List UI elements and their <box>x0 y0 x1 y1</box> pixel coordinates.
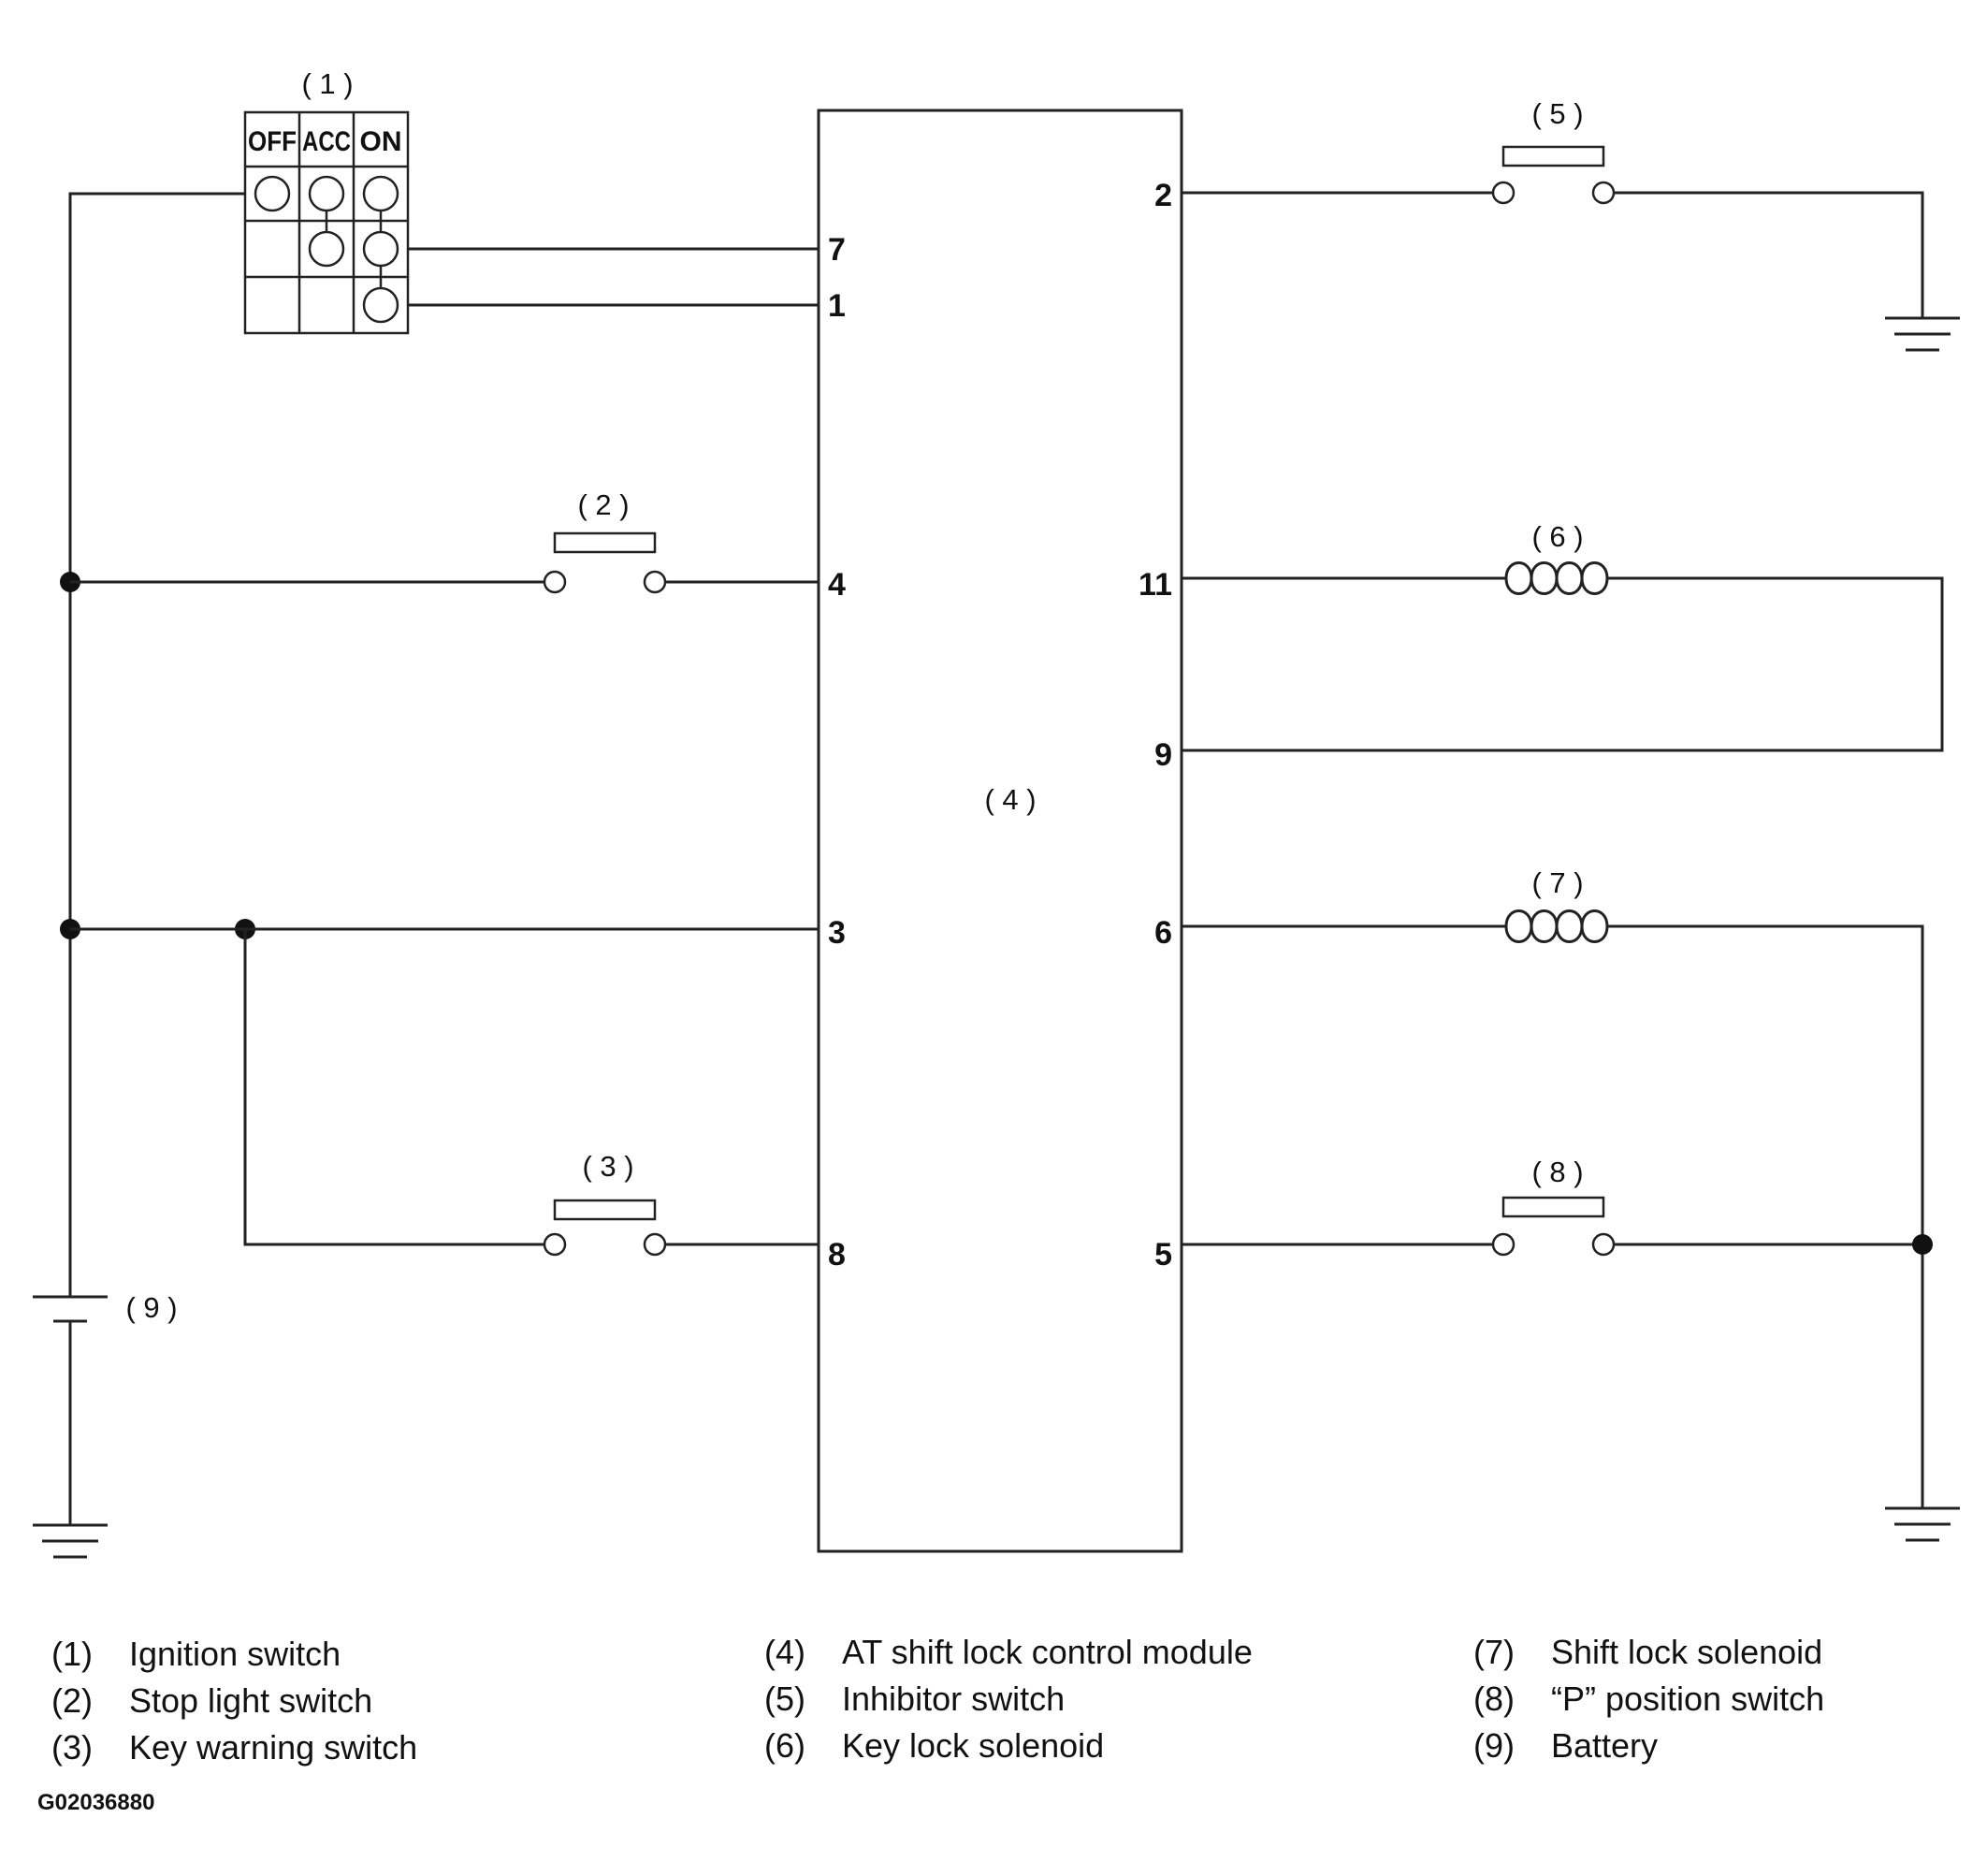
left-bus-wiring <box>60 192 255 1525</box>
legend-number: (7) <box>1473 1633 1515 1671</box>
stop-light-switch <box>70 531 819 594</box>
ignition-on-label: ON <box>360 126 402 157</box>
legend-number: (1) <box>51 1635 93 1673</box>
shift-lock-control-module <box>817 109 1183 1553</box>
inhibitor-switch <box>1182 145 1924 318</box>
legend-label: Key lock solenoid <box>842 1726 1105 1765</box>
pin-1: 1 <box>828 288 846 324</box>
legend-number: (4) <box>764 1633 805 1671</box>
pin-9: 9 <box>1154 737 1172 773</box>
ignition-to-module-wires <box>408 247 819 307</box>
pin-11: 11 <box>1139 567 1172 603</box>
legend-number: (9) <box>1473 1726 1515 1765</box>
pin-6: 6 <box>1154 915 1172 951</box>
legend-label: Ignition switch <box>129 1635 341 1673</box>
key-lock-solenoid <box>1182 561 1944 752</box>
label-control-module: ( 4 ) <box>984 783 1036 816</box>
legend-number: (8) <box>1473 1680 1515 1718</box>
label-key-warning-switch: ( 3 ) <box>582 1150 633 1183</box>
pin-2: 2 <box>1154 178 1172 213</box>
legend-label: AT shift lock control module <box>842 1633 1253 1671</box>
key-warning-switch <box>243 929 819 1257</box>
ground-symbol-bottom-right <box>1885 1506 1960 1542</box>
label-ignition-switch: ( 1 ) <box>301 67 353 100</box>
ignition-acc-label: ACC <box>302 126 351 157</box>
label-key-lock-solenoid: ( 6 ) <box>1531 520 1583 553</box>
legend-label: Battery <box>1551 1726 1659 1765</box>
legend-label: Inhibitor switch <box>842 1680 1066 1718</box>
legend-number: (2) <box>51 1681 93 1720</box>
label-battery: ( 9 ) <box>125 1291 177 1324</box>
ignition-switch: OFF ACC ON <box>243 110 410 335</box>
ignition-off-label: OFF <box>248 126 297 157</box>
wiring-diagram: ( 1 ) OFF ACC ON ( 9 ) <box>33 67 1960 1559</box>
legend-label: Shift lock solenoid <box>1551 1633 1823 1671</box>
legend-number: (6) <box>764 1726 805 1765</box>
label-inhibitor-switch: ( 5 ) <box>1531 97 1583 130</box>
figure-code: G02036880 <box>37 1790 155 1815</box>
legend-label: Stop light switch <box>129 1681 373 1720</box>
legend-number: (3) <box>51 1728 93 1767</box>
shift-lock-solenoid <box>1182 909 1924 1508</box>
p-position-switch <box>1182 1196 1933 1257</box>
pin-3: 3 <box>828 915 846 951</box>
label-p-position-switch: ( 8 ) <box>1531 1156 1583 1188</box>
label-stop-light-switch: ( 2 ) <box>577 488 629 521</box>
battery-symbol <box>33 1295 108 1323</box>
legend-number: (5) <box>764 1680 805 1718</box>
pin-8: 8 <box>828 1237 846 1272</box>
pin-5: 5 <box>1154 1237 1172 1272</box>
legend-label: “P” position switch <box>1551 1680 1825 1718</box>
legend-label: Key warning switch <box>129 1728 418 1767</box>
pin-4: 4 <box>828 567 846 603</box>
label-shift-lock-solenoid: ( 7 ) <box>1531 866 1583 899</box>
ground-symbol-top-right <box>1885 316 1960 352</box>
ground-symbol-left <box>33 1523 108 1559</box>
pin-7: 7 <box>828 232 846 268</box>
